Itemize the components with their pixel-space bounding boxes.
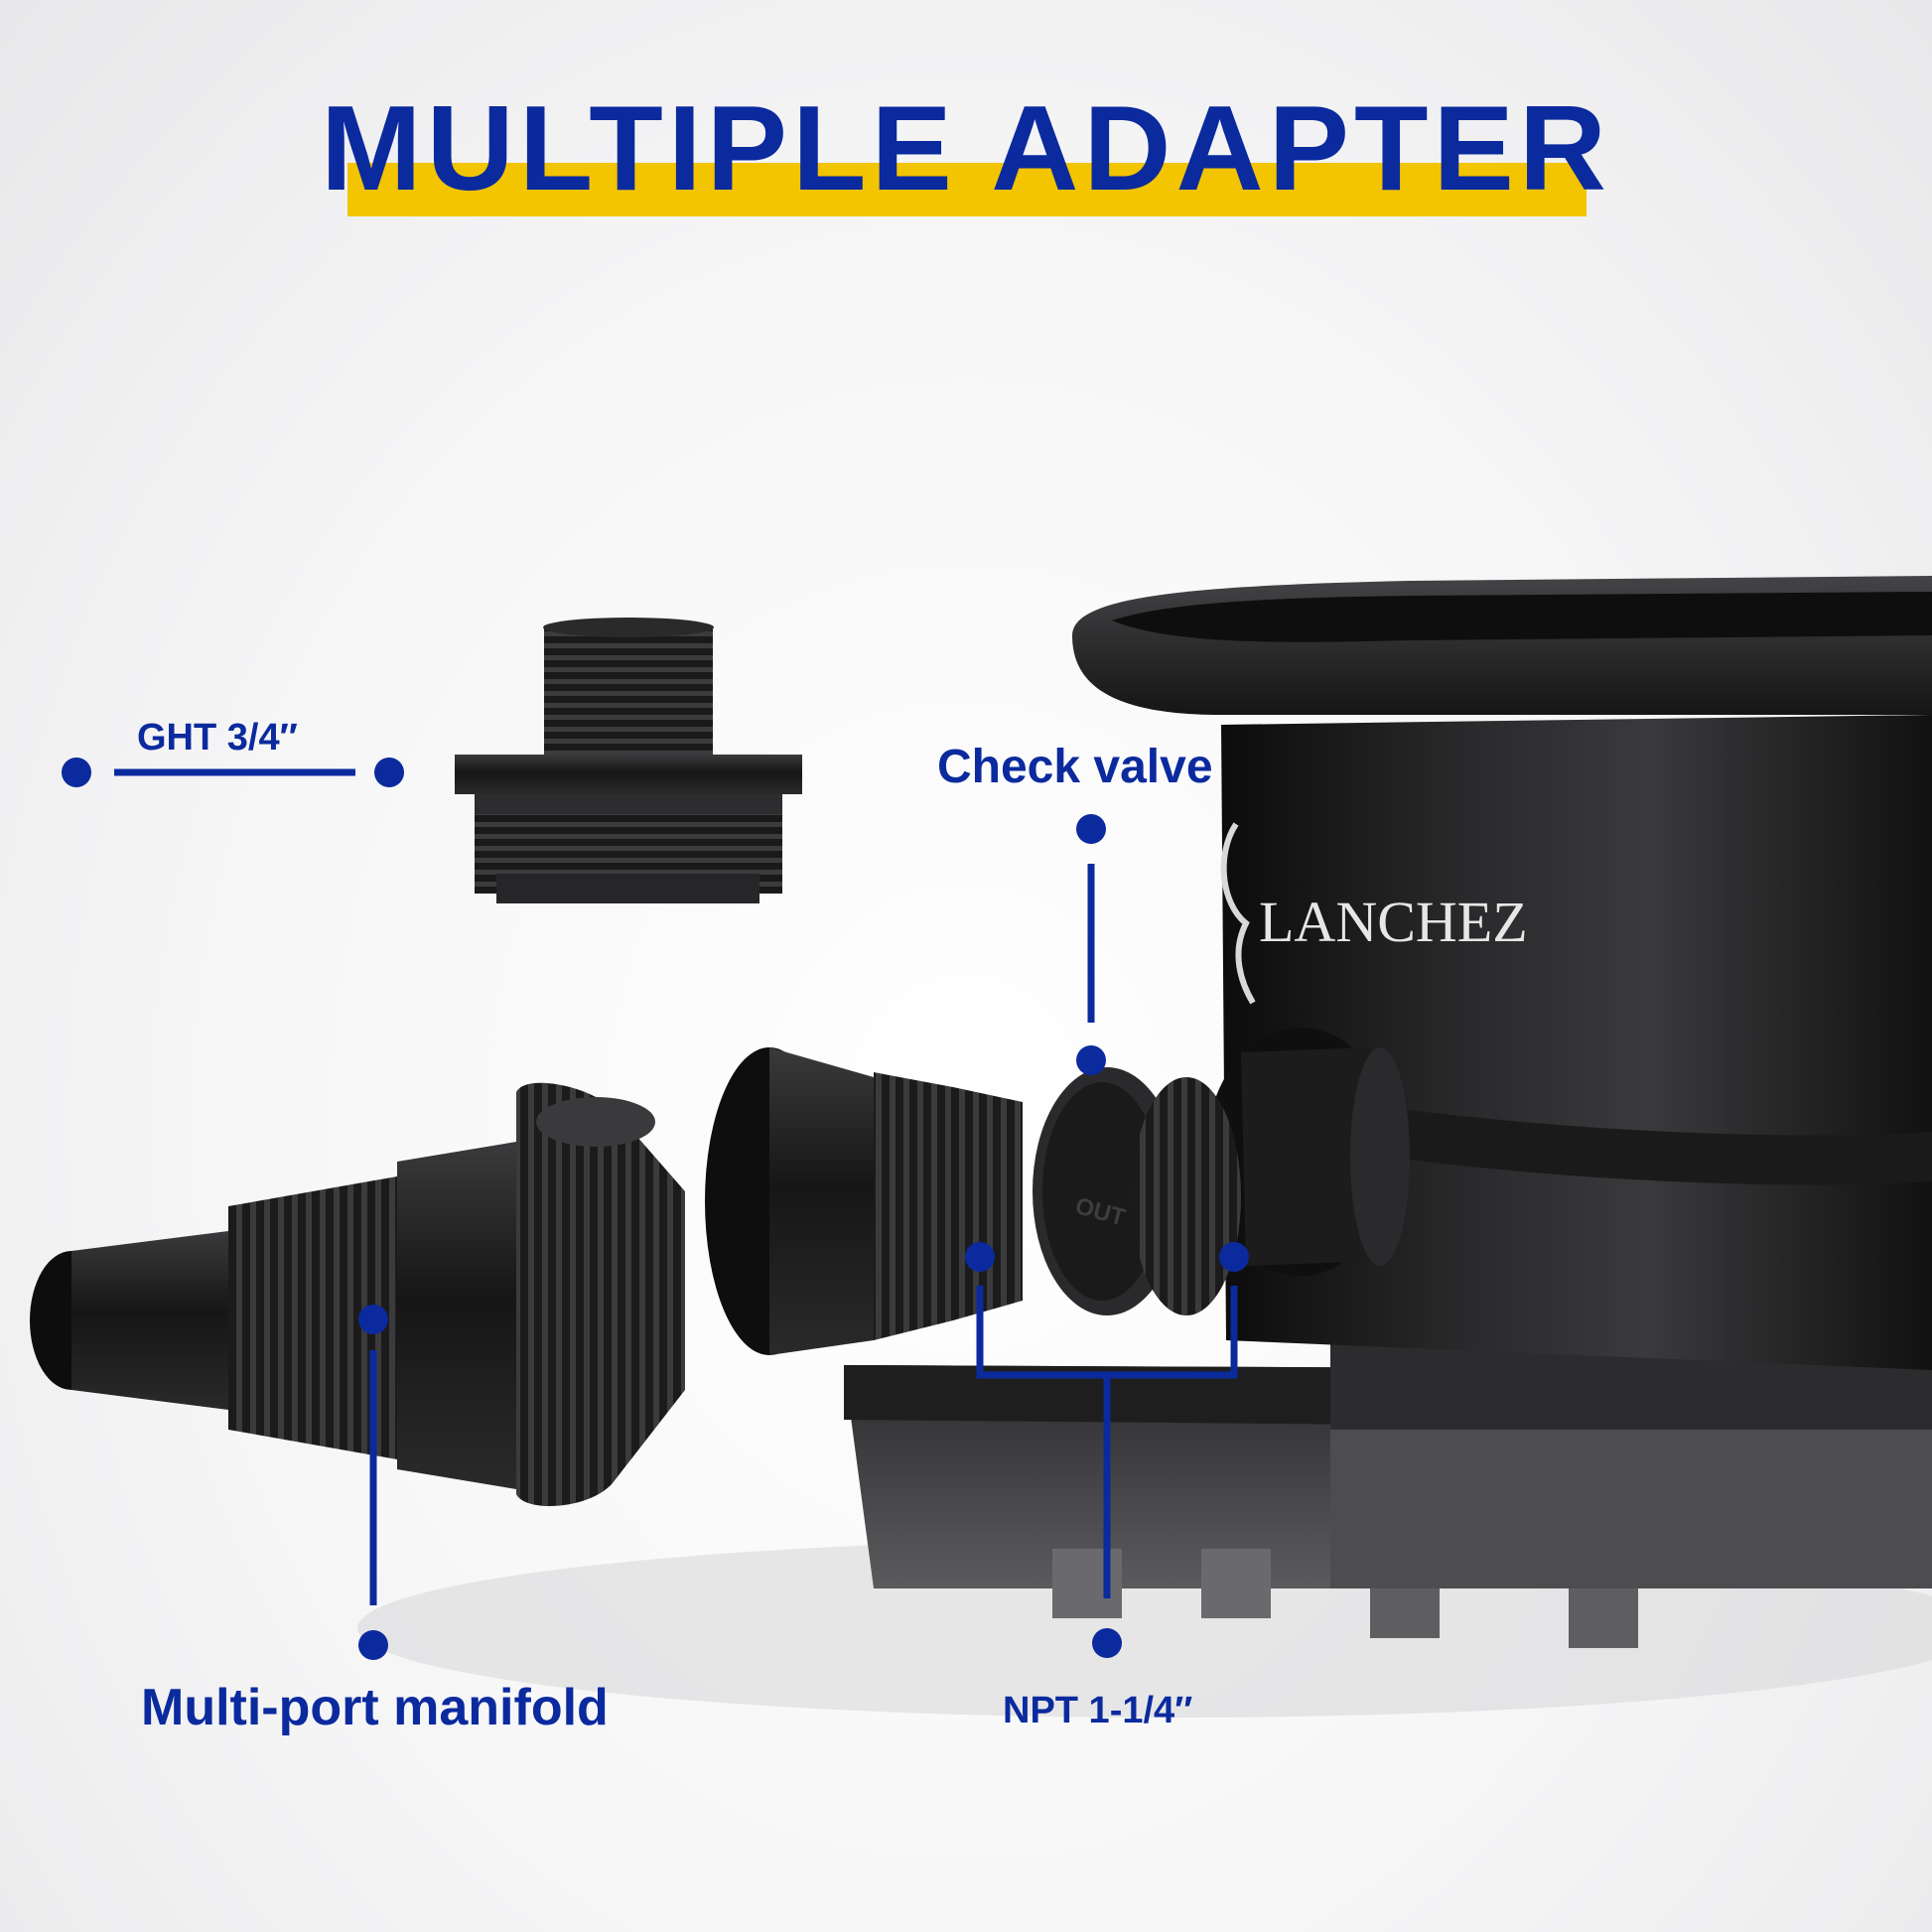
brand-name: LANCHEZ bbox=[1259, 890, 1528, 954]
sump-pump: LANCHEZ bbox=[844, 576, 1932, 1648]
heading: MULTIPLE ADAPTER bbox=[0, 79, 1932, 238]
callout-dot bbox=[358, 1630, 388, 1660]
label-ght: GHT 3/4″ bbox=[137, 717, 298, 759]
callout-dot bbox=[374, 758, 404, 787]
ght-adapter bbox=[455, 618, 802, 903]
callout-dot bbox=[1076, 1045, 1106, 1075]
npt-coupler bbox=[705, 1047, 1241, 1355]
callout-dot bbox=[965, 1242, 995, 1272]
callout-dot bbox=[1076, 814, 1106, 844]
label-npt: NPT 1-1/4″ bbox=[1003, 1690, 1193, 1731]
callout-dot bbox=[62, 758, 91, 787]
page-title: MULTIPLE ADAPTER bbox=[321, 80, 1611, 215]
callout-dot bbox=[1219, 1242, 1249, 1272]
manifold-part bbox=[30, 1082, 685, 1506]
label-check-valve: Check valve bbox=[937, 741, 1213, 793]
callout-dot bbox=[1092, 1628, 1122, 1658]
title-highlight bbox=[347, 163, 1587, 216]
brand-logo: LANCHEZ bbox=[1220, 822, 1528, 1005]
callout-dot bbox=[358, 1305, 388, 1334]
label-manifold: Multi-port manifold bbox=[141, 1679, 609, 1736]
